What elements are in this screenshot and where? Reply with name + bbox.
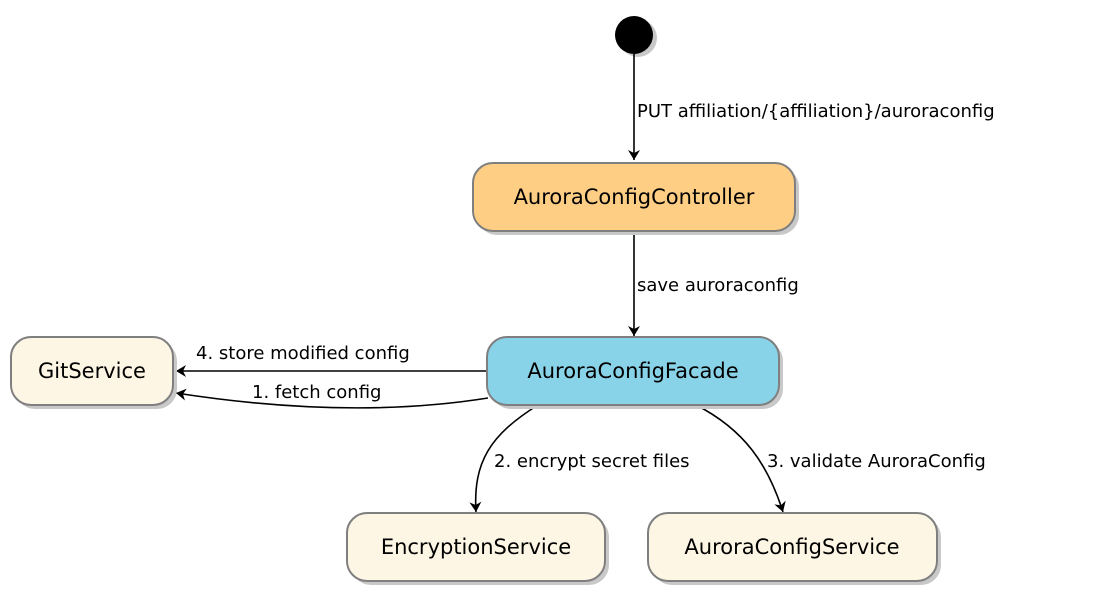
edge-save: save auroraconfig <box>628 230 799 336</box>
edge-save-label: save auroraconfig <box>637 275 799 296</box>
edge-validate-label: 3. validate AuroraConfig <box>767 451 986 472</box>
edge-put: PUT affiliation/{affiliation}/auroraconf… <box>628 54 995 160</box>
node-git-service-label: GitService <box>38 359 146 383</box>
node-git-service: GitService <box>10 336 177 409</box>
edge-fetch: 1. fetch config <box>175 382 489 409</box>
edge-fetch-label: 1. fetch config <box>252 382 381 403</box>
node-aurora-config-facade-label: AuroraConfigFacade <box>527 359 738 383</box>
edge-validate: 3. validate AuroraConfig <box>695 404 986 513</box>
start-node <box>615 16 657 57</box>
node-aurora-config-controller-label: AuroraConfigController <box>514 185 755 209</box>
node-aurora-config-facade: AuroraConfigFacade <box>486 336 783 409</box>
edge-encrypt-label: 2. encrypt secret files <box>494 451 690 472</box>
node-encryption-service-label: EncryptionService <box>381 535 571 559</box>
node-aurora-config-service-label: AuroraConfigService <box>684 535 899 559</box>
edge-store-label: 4. store modified config <box>196 343 410 364</box>
node-aurora-config-service: AuroraConfigService <box>647 512 941 585</box>
node-encryption-service: EncryptionService <box>346 512 609 585</box>
edge-store: 4. store modified config <box>176 343 488 377</box>
edge-encrypt: 2. encrypt secret files <box>469 404 690 513</box>
node-aurora-config-controller: AuroraConfigController <box>472 162 799 235</box>
edge-put-label: PUT affiliation/{affiliation}/auroraconf… <box>637 101 995 122</box>
